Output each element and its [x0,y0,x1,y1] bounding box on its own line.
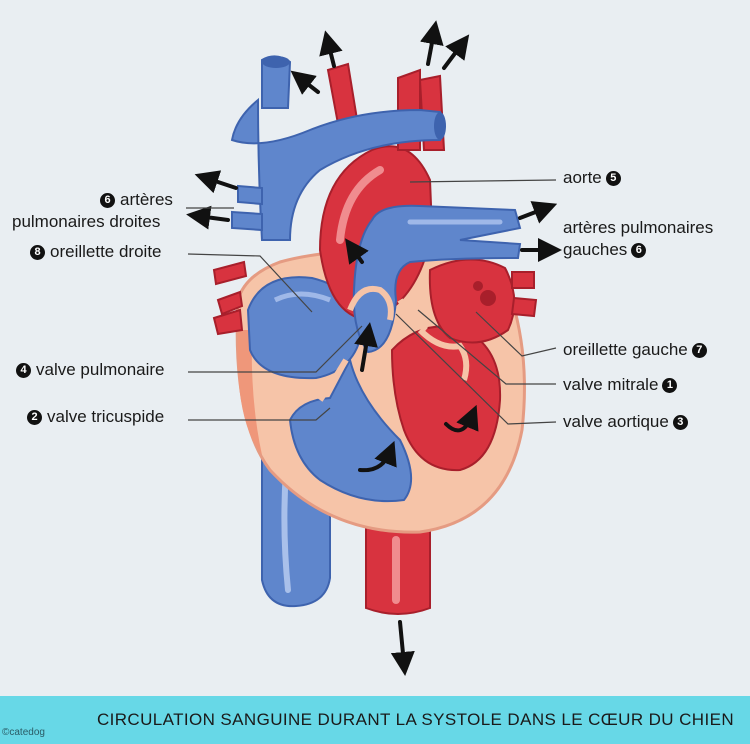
pulmonary-vein-left-3 [212,308,244,336]
label-valve-aortique-text: valve aortique [563,412,669,431]
footer-bar: CIRCULATION SANGUINE DURANT LA SYSTOLE D… [0,696,750,744]
pulmonary-trunk [352,204,522,354]
label-oreillette-gauche-text: oreillette gauche [563,340,688,359]
label-valve-mitrale-text: valve mitrale [563,375,659,394]
label-valve-tricuspide-number: 2 [27,409,42,425]
label-oreillette-droite-number: 8 [30,244,45,260]
pulmonary-vein-left-1 [212,260,248,286]
right-atrium-highlight [273,291,331,303]
pulmonary-vein-opening [480,290,496,306]
pulmonary-vein-opening-2 [473,281,483,291]
diagram-title: CIRCULATION SANGUINE DURANT LA SYSTOLE D… [96,710,734,729]
label-arteres-droites-number: 6 [100,192,115,208]
label-oreillette-gauche: oreillette gauche 7 [563,340,711,360]
label-arteres-droites-text2: pulmonaires droites [12,212,161,231]
label-aorte-text: aorte [563,168,602,187]
label-arteres-gauches-number: 6 [631,242,647,258]
label-valve-aortique: valve aortique 3 [563,412,692,432]
label-arteres-gauches-text2: gauches [563,240,628,259]
label-arteres-gauches-line1: artères pulmonaires [563,218,713,238]
label-valve-pulmonaire-number: 4 [16,362,31,378]
label-arteres-gauches-line2: gauches 6 [563,240,650,260]
label-valve-pulmonaire-text: valve pulmonaire [36,360,165,379]
label-valve-aortique-number: 3 [672,414,688,430]
pulmonary-vein-left-2 [216,290,244,316]
flow-arrows [186,20,562,676]
label-oreillette-gauche-number: 7 [691,342,707,358]
label-valve-mitrale-number: 1 [662,377,678,393]
pulmonary-valve [347,286,394,321]
label-arteres-gauches-text1: artères pulmonaires [563,218,714,237]
label-valve-mitrale: valve mitrale 1 [563,375,681,395]
label-arteres-droites-text1: artères [120,190,173,209]
aortic-valve [397,298,428,333]
label-arteres-droites-line1: 6 artères [100,190,173,210]
right-pulmonary-artery-lower [231,210,263,232]
label-aorte: aorte 5 [563,168,625,188]
vessel-opening-right [434,112,446,140]
leader-lines [186,179,557,425]
pulmonary-vein-right-2 [510,296,538,318]
label-arteres-droites-line2: pulmonaires droites [12,212,160,232]
label-valve-tricuspide: 2 valve tricuspide [27,407,164,427]
tricuspid-valve [317,358,349,402]
vessel-opening-left [262,56,290,68]
right-pulmonary-artery-upper [237,184,263,206]
pulmonary-vein-right-1 [511,271,535,289]
label-valve-tricuspide-text: valve tricuspide [47,407,165,426]
label-aorte-number: 5 [605,170,621,186]
aortic-arch-highlight [336,166,384,244]
label-oreillette-droite: 8 oreillette droite [30,242,162,262]
left-atrium-shape [428,258,516,344]
copyright-credit: ©catedog [2,727,45,738]
label-valve-pulmonaire: 4 valve pulmonaire [16,360,165,380]
heart-shadow [237,330,262,455]
label-oreillette-droite-text: oreillette droite [50,242,162,261]
blue-vessel-trunk [230,97,441,241]
